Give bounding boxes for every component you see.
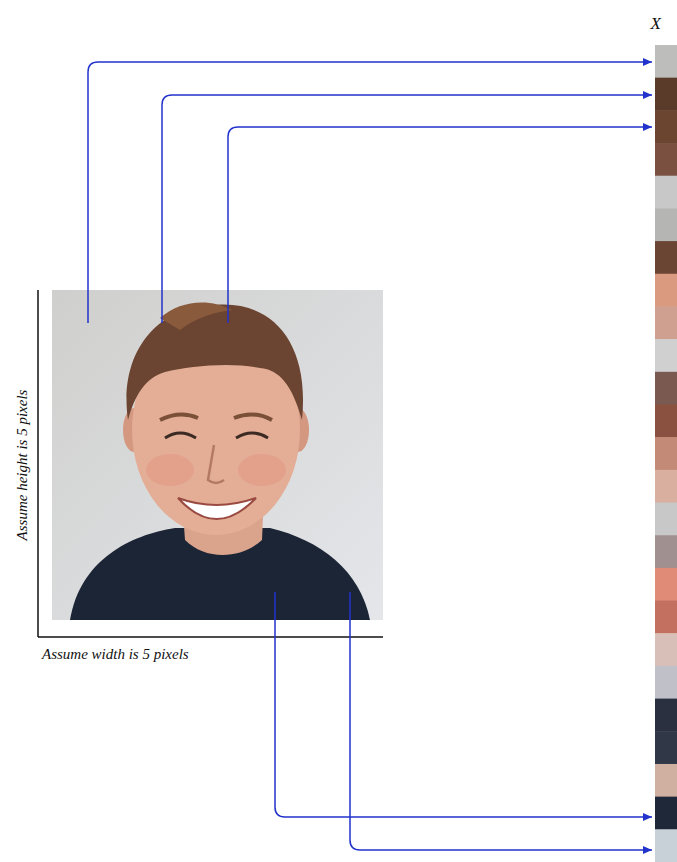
vector-symbol: X⃗	[650, 14, 674, 34]
pixel-tile	[655, 829, 677, 862]
axis-label: Assume height is 5 pixels	[13, 390, 31, 541]
pixel-tile	[655, 699, 677, 732]
pixel-tile	[655, 797, 677, 830]
mapping-arrows	[88, 62, 652, 850]
pixel-tile	[655, 437, 677, 470]
pixel-tile	[655, 45, 677, 78]
width-axis	[38, 636, 383, 638]
pixel-tile	[655, 110, 677, 143]
pixel-tile	[655, 666, 677, 699]
portrait-photo	[52, 290, 383, 620]
pixel-tile	[655, 731, 677, 764]
pixel-tile	[655, 503, 677, 536]
pixel-tile	[655, 208, 677, 241]
pixel-tile	[655, 78, 677, 111]
height-axis	[37, 290, 39, 637]
pixel-tile	[655, 470, 677, 503]
pixel-tile	[655, 339, 677, 372]
pixel-tile	[655, 535, 677, 568]
pixel-tile	[655, 568, 677, 601]
pixel-tile	[655, 764, 677, 797]
pixel-tile	[655, 306, 677, 339]
pixel-vector	[655, 45, 677, 862]
pixel-tile	[655, 633, 677, 666]
pixel-tile	[655, 241, 677, 274]
pixel-tile	[655, 372, 677, 405]
pixel-tile	[655, 143, 677, 176]
axis-label: Assume width is 5 pixels	[42, 645, 189, 663]
pixel-tile	[655, 274, 677, 307]
pixel-tile	[655, 601, 677, 634]
pixel-tile	[655, 176, 677, 209]
pixel-tile	[655, 404, 677, 437]
